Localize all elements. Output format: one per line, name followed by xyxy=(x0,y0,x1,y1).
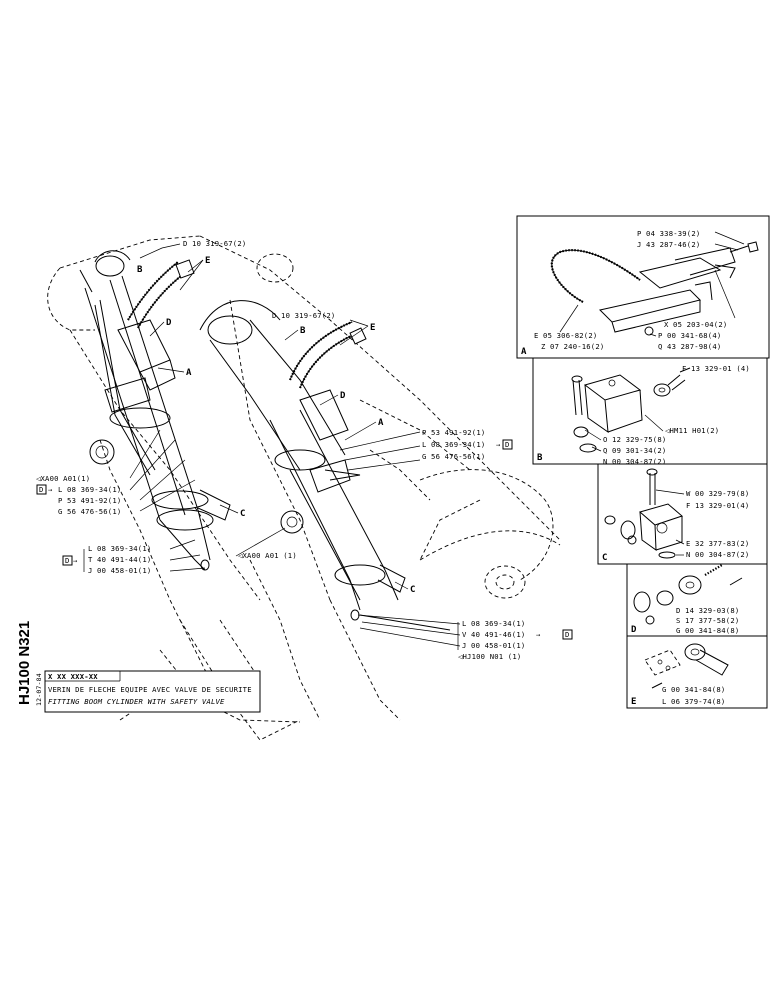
drawing-number: HJ100 N321 xyxy=(16,621,33,705)
left-d-marker2-box xyxy=(62,555,73,566)
detail-c-label-2: F 13 329-01(4) xyxy=(686,501,749,510)
right-group1-line1: P 53 491-92(1) xyxy=(422,428,485,437)
detail-c-label-1: W 00 329-79(8) xyxy=(686,489,749,498)
right-callout-b: B xyxy=(300,326,306,336)
detail-c-label-3: E 32 377-83(2) xyxy=(686,539,749,548)
right-callout-c: C xyxy=(410,585,415,595)
detail-d-label-1: D 14 329-03(8) xyxy=(676,606,739,615)
detail-e-label-2: L 06 379-74(8) xyxy=(662,697,725,706)
detail-d-label-2: S 17 377-58(2) xyxy=(676,616,739,625)
right-callout-e: E xyxy=(370,323,375,333)
right-group2-line4: ◁HJ100 N01 (1) xyxy=(458,652,521,661)
ref-code: X XX XXX-XX xyxy=(48,672,98,681)
svg-text:→: → xyxy=(48,485,53,494)
detail-a-label-5: P 00 341-68(4) xyxy=(658,331,721,340)
detail-a-label-2: J 43 287-46(2) xyxy=(637,240,700,249)
detail-b-label-4: Q 09 301-34(2) xyxy=(603,446,666,455)
left-callout-c: C xyxy=(240,509,245,519)
detail-b-label-5: N 00 304-87(2) xyxy=(603,457,666,466)
detail-d-panel: D D 14 329-03(8) S 17 377-58(2) G 00 341… xyxy=(626,563,768,637)
right-group2-line3: J 00 458-01(1) xyxy=(462,641,525,650)
title-french: VERIN DE FLECHE EQUIPE AVEC VALVE DE SEC… xyxy=(48,685,252,694)
right-d-marker: D xyxy=(505,440,510,449)
left-group1-line3: G 56 476-56(1) xyxy=(58,507,121,516)
detail-b-label-3: O 12 329-75(8) xyxy=(603,435,666,444)
detail-d-letter: D xyxy=(631,625,637,635)
detail-b-letter: B xyxy=(537,453,543,463)
left-callout-a: A xyxy=(186,368,192,378)
detail-a-label-4: E 05 306-82(2) xyxy=(534,331,597,340)
detail-b-panel: B F 13 329-01 (4) ◁HM11 H01(2) O 12 329-… xyxy=(532,357,768,466)
svg-text:→: → xyxy=(536,630,541,639)
right-cylinder-assembly xyxy=(199,300,461,647)
svg-text:→: → xyxy=(73,556,78,565)
detail-e-letter: E xyxy=(631,697,636,707)
right-d-marker-box xyxy=(502,439,513,450)
detail-e-label-1: G 00 341-84(8) xyxy=(662,685,725,694)
right-group1-line2: L 08 369-34(1) xyxy=(422,440,485,449)
detail-a-letter: A xyxy=(521,347,527,357)
right-xa00-ref: ◁XA00 A01 (1) xyxy=(238,551,297,560)
left-d-marker2: D xyxy=(65,556,70,565)
right-d-marker2: D xyxy=(565,630,570,639)
left-group2-line2: T 40 491-44(1) xyxy=(88,555,151,564)
left-callout-d: D xyxy=(166,318,172,328)
left-callout-b: B xyxy=(137,265,143,275)
left-xa00-ref: ◁XA00 A01(1) xyxy=(36,474,90,483)
detail-c-label-4: N 00 304-87(2) xyxy=(686,550,749,559)
drawing-date: 12-07-84 xyxy=(35,673,43,706)
right-group1-line3: G 56 476-56(1) xyxy=(422,452,485,461)
detail-e-panel: E G 00 341-84(8) L 06 379-74(8) xyxy=(626,635,768,709)
detail-c-letter: C xyxy=(602,553,607,563)
right-hose-ref: D 10 319-67(2) xyxy=(272,311,335,320)
detail-a-label-1: P 04 338-39(2) xyxy=(637,229,700,238)
left-group2-line3: J 00 458-01(1) xyxy=(88,566,151,575)
right-callout-d: D xyxy=(340,391,346,401)
detail-c-panel: C W 00 329-79(8) F 13 329-01(4) E 32 377… xyxy=(597,463,768,565)
left-d-marker-box xyxy=(36,484,47,495)
title-box xyxy=(44,670,261,713)
right-d-marker2-box xyxy=(562,629,573,640)
title-block: HJ100 N321 12-07-84 X XX XXX-XX VERIN DE… xyxy=(16,621,261,713)
left-group1-line1: L 08 369-34(1) xyxy=(58,485,121,494)
left-cylinder-assembly xyxy=(79,250,231,571)
detail-a-label-6: Z 07 240-16(2) xyxy=(541,342,604,351)
svg-text:→: → xyxy=(496,440,501,449)
detail-b-label-2: ◁HM11 H01(2) xyxy=(665,426,719,435)
left-cylinder-labels: D 10 319-67(2) B E D A C ◁XA00 A01(1) D … xyxy=(36,239,246,575)
right-group2-line1: L 08 369-34(1) xyxy=(462,619,525,628)
detail-d-label-3: G 00 341-84(8) xyxy=(676,626,739,635)
left-group2-line1: L 08 369-34(1) xyxy=(88,544,151,553)
detail-a-panel: A P 04 338-39(2) J 43 287-46(2) X 05 203… xyxy=(516,215,770,359)
left-hose-ref: D 10 319-67(2) xyxy=(183,239,246,248)
left-group1-line2: P 53 491-92(1) xyxy=(58,496,121,505)
right-cylinder-labels: D 10 319-67(2) B E D A C ◁XA00 A01 (1) P… xyxy=(235,311,573,661)
left-callout-e: E xyxy=(205,256,210,266)
title-english: FITTING BOOM CYLINDER WITH SAFETY VALVE xyxy=(48,697,225,706)
detail-b-label-1: F 13 329-01 (4) xyxy=(682,364,750,373)
left-d-marker: D xyxy=(39,485,44,494)
detail-a-label-3: X 05 203-04(2) xyxy=(664,320,727,329)
right-group2-line2: V 40 491-46(1) xyxy=(462,630,525,639)
right-callout-a: A xyxy=(378,418,384,428)
detail-a-label-7: Q 43 287-98(4) xyxy=(658,342,721,351)
